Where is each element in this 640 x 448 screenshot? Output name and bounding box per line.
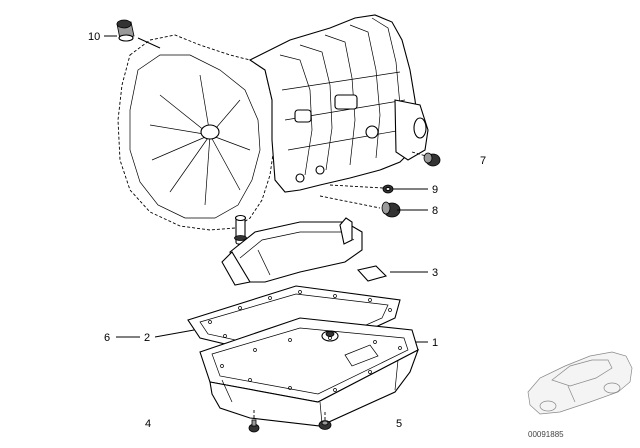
image-code: 00091885 bbox=[528, 430, 564, 439]
drain-plug-7 bbox=[411, 151, 441, 167]
bell-housing-ribs bbox=[149, 74, 251, 206]
callout-3: 3 bbox=[432, 267, 438, 279]
car-thumbnail bbox=[527, 351, 633, 415]
screw-5 bbox=[318, 412, 332, 430]
callout-1: 1 bbox=[432, 337, 438, 349]
oil-pan bbox=[199, 317, 419, 427]
callout-6: 6 bbox=[104, 332, 110, 344]
leader-lines bbox=[104, 35, 428, 343]
screw-4 bbox=[248, 410, 260, 433]
pan-holes bbox=[220, 336, 402, 392]
transmission-housing bbox=[116, 14, 429, 231]
callout-9: 9 bbox=[432, 184, 438, 196]
callout-2: 2 bbox=[144, 332, 150, 344]
gearbox-ribs bbox=[279, 17, 406, 183]
callout-8: 8 bbox=[432, 205, 438, 217]
breather-plug-10 bbox=[116, 19, 135, 42]
seal-ring-9 bbox=[329, 184, 394, 194]
callout-7: 7 bbox=[480, 155, 486, 167]
callout-5: 5 bbox=[396, 418, 402, 430]
oil-filter bbox=[221, 214, 388, 286]
callout-10: 10 bbox=[88, 31, 100, 43]
filler-plug-8 bbox=[319, 195, 401, 218]
callout-4: 4 bbox=[145, 418, 151, 430]
